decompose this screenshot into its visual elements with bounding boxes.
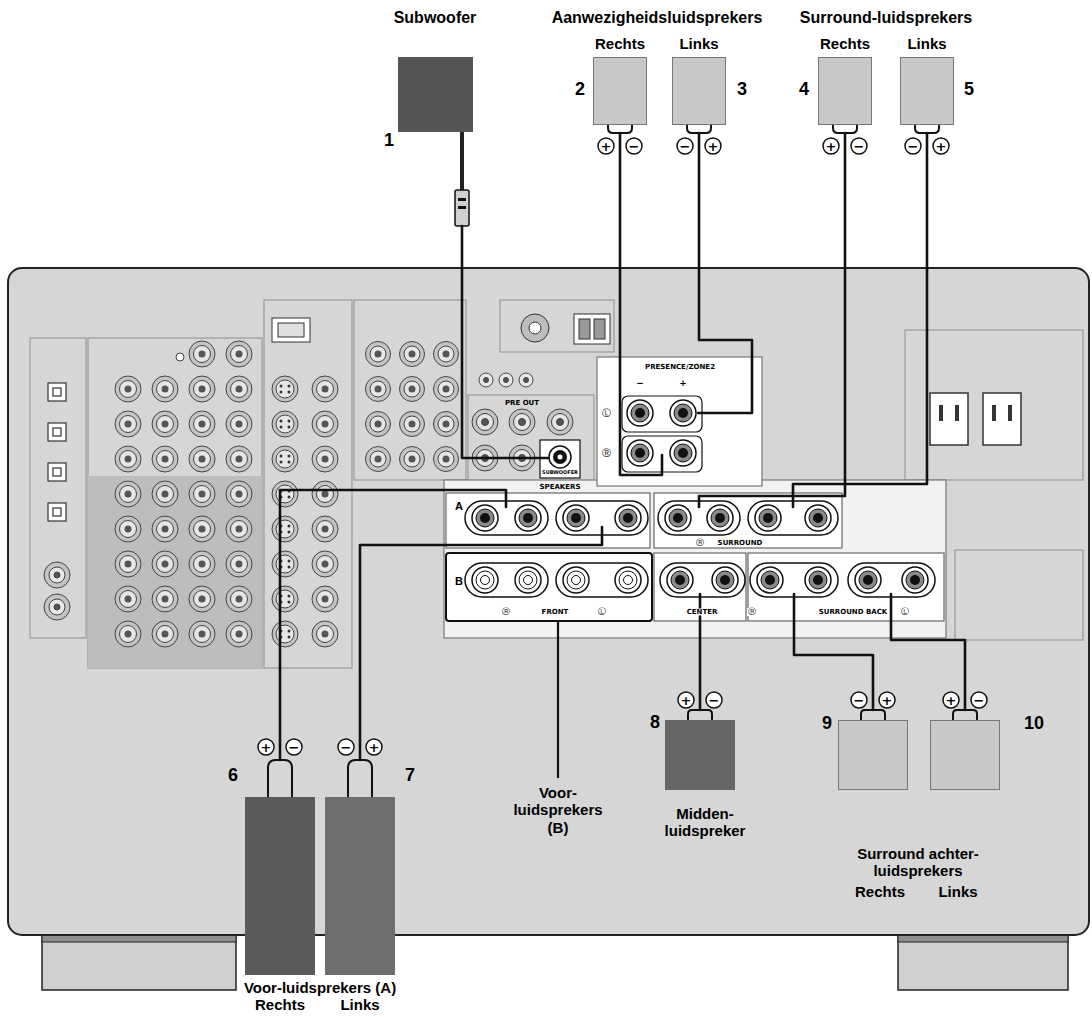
- polarity-sign: +: [261, 741, 272, 754]
- speaker-box: 7: [325, 797, 395, 975]
- terminal-sign: −: [635, 379, 645, 388]
- channel-mark: Ⓛ: [597, 608, 607, 616]
- side-label: Links: [340, 996, 379, 1013]
- polarity-sign: −: [629, 140, 640, 153]
- speaker-box: Subwoofer1: [398, 57, 473, 132]
- speaker-title: Midden- luidspreker: [650, 805, 760, 840]
- speaker-box: 10: [930, 720, 1000, 790]
- panel-label: CENTER: [686, 609, 719, 616]
- polarity-sign: −: [680, 140, 691, 153]
- side-label: Links: [679, 35, 718, 52]
- callout-number: 7: [405, 765, 415, 786]
- speaker-title: Subwoofer: [394, 9, 477, 27]
- polarity-sign: −: [854, 140, 865, 153]
- group-label: Surround achter- luidsprekers: [843, 845, 993, 880]
- panel-label: SPEAKERS: [538, 484, 581, 491]
- callout-number: 2: [575, 79, 585, 100]
- side-label: Rechts: [820, 35, 870, 52]
- group-label: Voor- luidsprekers (B): [503, 784, 613, 836]
- speaker-box: 8Midden- luidspreker: [665, 720, 735, 790]
- callout-number: 8: [650, 712, 660, 733]
- polarity-sign: −: [289, 741, 300, 754]
- polarity-sign: −: [709, 694, 720, 707]
- channel-mark: Ⓡ: [695, 539, 705, 547]
- polarity-sign: −: [974, 694, 985, 707]
- callout-number: 5: [964, 79, 974, 100]
- callout-number: 4: [799, 79, 809, 100]
- speaker-box: 2: [593, 57, 647, 125]
- channel-mark: Ⓛ: [601, 409, 612, 418]
- side-label: Rechts: [855, 883, 905, 900]
- panel-label: FRONT: [541, 609, 570, 616]
- group-label: Surround-luidsprekers: [800, 9, 972, 27]
- panel-label: PRESENCE/ZONE2: [644, 364, 716, 371]
- row-letter: B: [454, 576, 464, 587]
- polarity-sign: +: [882, 694, 893, 707]
- callout-number: 1: [384, 130, 394, 151]
- side-label: Links: [938, 883, 977, 900]
- polarity-sign: +: [601, 140, 612, 153]
- speaker-box: 3: [672, 57, 726, 125]
- polarity-sign: +: [826, 140, 837, 153]
- callout-number: 6: [228, 765, 238, 786]
- polarity-sign: −: [341, 741, 352, 754]
- channel-mark: Ⓡ: [601, 449, 612, 458]
- side-label: Rechts: [595, 35, 645, 52]
- speaker-box: 9: [838, 720, 908, 790]
- speaker-box: 4: [818, 57, 872, 125]
- group-label: Voor-luidsprekers (A): [244, 979, 396, 996]
- speaker-box: 5: [900, 57, 954, 125]
- panel-label: PRE OUT: [504, 400, 540, 407]
- channel-mark: Ⓡ: [501, 608, 511, 616]
- speaker-box: 6: [245, 797, 315, 975]
- polarity-sign: +: [681, 694, 692, 707]
- polarity-sign: +: [946, 694, 957, 707]
- callout-number: 3: [737, 79, 747, 100]
- polarity-sign: −: [854, 694, 865, 707]
- group-label: Aanwezigheidsluidsprekers: [552, 9, 763, 27]
- side-label: Rechts: [255, 996, 305, 1013]
- callout-number: 10: [1024, 713, 1044, 734]
- polarity-sign: +: [708, 140, 719, 153]
- polarity-sign: +: [369, 741, 380, 754]
- panel-label: SURROUND: [717, 540, 764, 547]
- side-label: Links: [907, 35, 946, 52]
- jack-label: SUBWOOFER: [541, 470, 579, 475]
- terminal-sign: +: [678, 379, 688, 388]
- channel-mark: Ⓛ: [900, 608, 910, 616]
- channel-mark: Ⓡ: [747, 608, 757, 616]
- callout-number: 9: [822, 713, 832, 734]
- panel-label: SURROUND BACK: [818, 609, 889, 616]
- row-letter: A: [454, 501, 464, 512]
- polarity-sign: +: [936, 140, 947, 153]
- polarity-sign: −: [908, 140, 919, 153]
